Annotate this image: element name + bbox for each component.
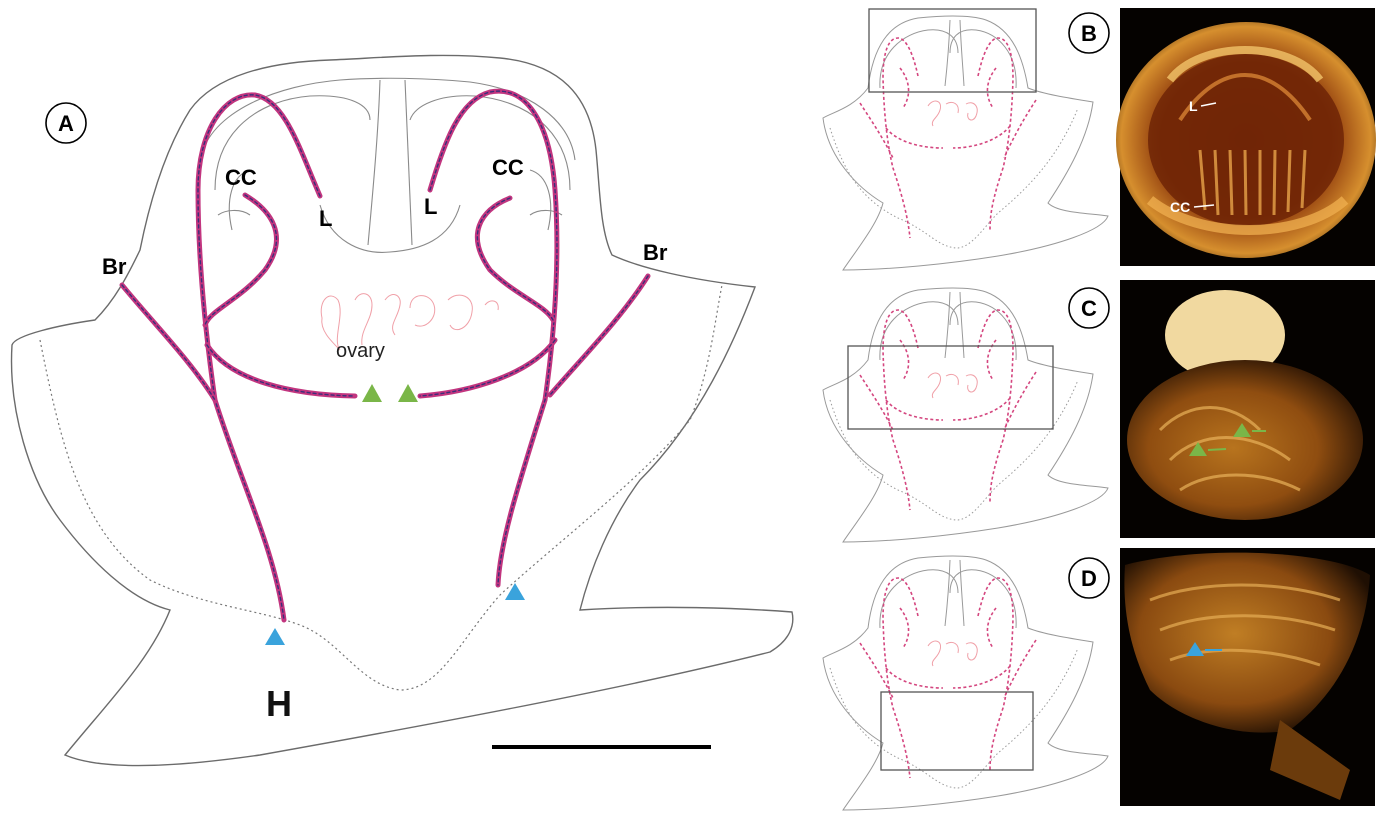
panel-b-micrograph: L CC <box>1116 8 1376 266</box>
green-arrowhead-right <box>398 384 418 402</box>
panel-d: D <box>823 548 1375 810</box>
body-outline <box>12 55 793 765</box>
septum-right <box>405 80 412 245</box>
panel-b-letter: B <box>1069 13 1109 53</box>
panel-a-letter: A <box>46 103 86 143</box>
panel-b-label-cc: CC <box>1170 199 1190 215</box>
label-br-right: Br <box>643 240 668 265</box>
svg-text:D: D <box>1081 566 1097 591</box>
panel-b-schematic <box>823 16 1108 270</box>
panel-d-letter: D <box>1069 558 1109 598</box>
panel-c-letter: C <box>1069 288 1109 328</box>
svg-text:A: A <box>58 111 74 136</box>
panel-b-label-l: L <box>1189 98 1198 114</box>
label-l-right: L <box>424 194 437 219</box>
panel-b-region-box <box>869 9 1036 92</box>
blue-arrowhead-left <box>265 628 285 645</box>
svg-text:C: C <box>1081 296 1097 321</box>
panel-c-micrograph <box>1120 280 1375 538</box>
blue-arrowhead-right <box>505 583 525 600</box>
panel-b: B L CC <box>823 8 1376 270</box>
panel-d-schematic <box>823 556 1108 810</box>
label-cc-left: CC <box>225 165 257 190</box>
label-l-left: L <box>319 206 332 231</box>
panel-d-region-box <box>881 692 1033 770</box>
panel-d-micrograph <box>1120 548 1375 806</box>
green-arrowhead-left <box>362 384 382 402</box>
label-cc-right: CC <box>492 155 524 180</box>
label-br-left: Br <box>102 254 127 279</box>
svg-text:B: B <box>1081 21 1097 46</box>
panel-c: C <box>823 280 1375 542</box>
panel-c-schematic <box>823 288 1108 542</box>
label-ovary: ovary <box>336 340 385 362</box>
scale-bar <box>492 745 711 749</box>
panel-c-region-box <box>848 346 1053 429</box>
label-h: H <box>266 683 292 724</box>
stomach-arc <box>320 205 460 252</box>
septum-left <box>368 80 380 245</box>
panel-a: A <box>12 55 793 765</box>
canal-system <box>122 91 648 620</box>
inner-dome <box>200 78 575 160</box>
